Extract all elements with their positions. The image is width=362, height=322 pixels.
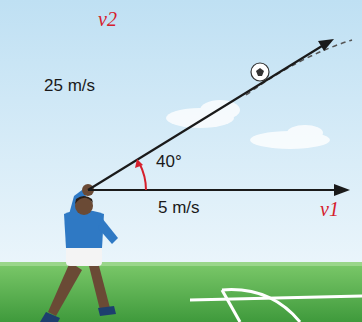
vector-25 — [88, 46, 322, 190]
vector-5 — [88, 189, 336, 191]
velocity-vectors — [88, 39, 352, 196]
trajectory — [246, 40, 352, 95]
grass-edge — [0, 262, 362, 266]
vector-name: v1 — [320, 198, 339, 220]
field-lines — [190, 290, 362, 322]
arrowhead — [334, 184, 350, 196]
soccer-ball — [251, 63, 269, 81]
arrowhead — [135, 159, 143, 168]
grass — [0, 262, 362, 322]
speed-label: 25 m/s — [44, 76, 95, 96]
cloud — [166, 100, 330, 149]
arrowhead — [318, 39, 334, 51]
sky — [0, 0, 362, 264]
speed-label: 5 m/s — [158, 198, 200, 218]
vector-name: v2 — [98, 8, 117, 30]
angle-label: 40° — [156, 152, 182, 172]
player-figure — [40, 184, 118, 322]
angle-arc — [140, 164, 147, 191]
